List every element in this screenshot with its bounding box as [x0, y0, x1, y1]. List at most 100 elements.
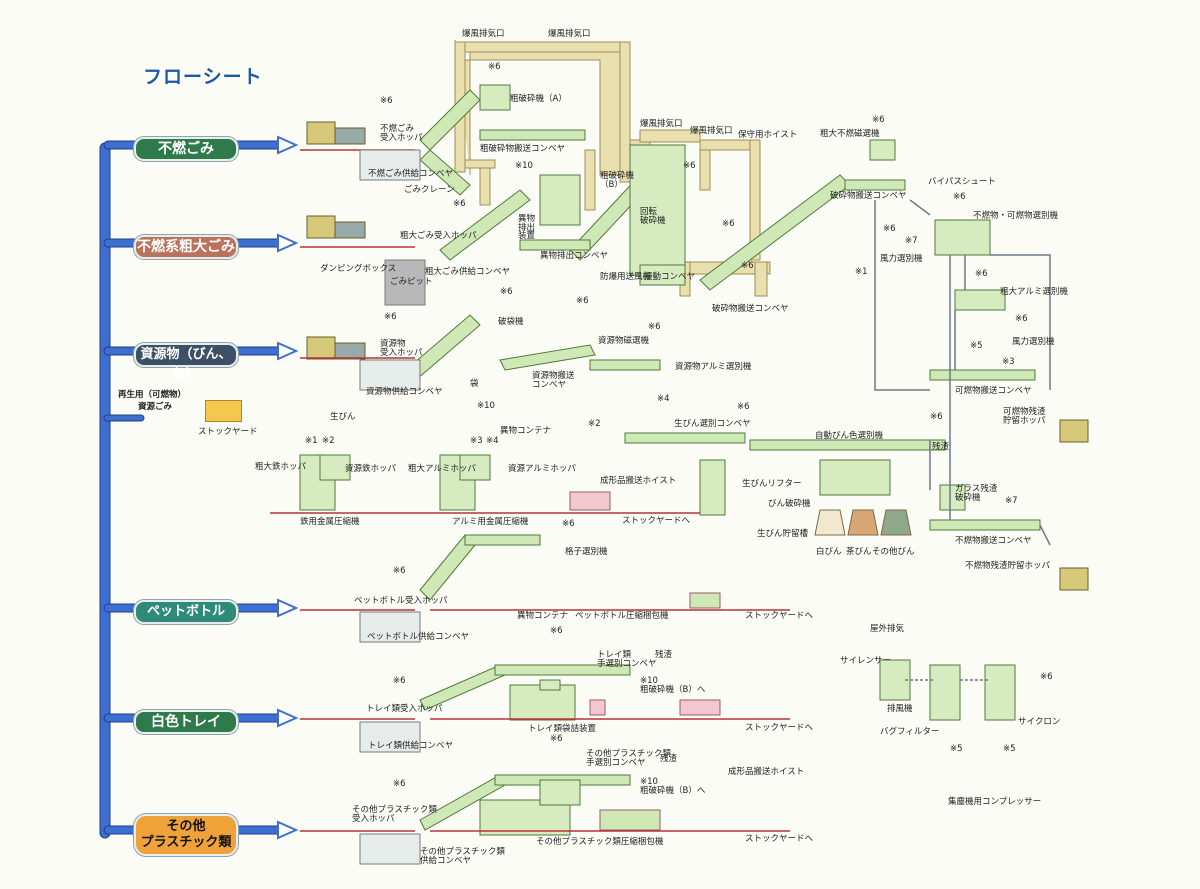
label-plastic-feed: その他プラスチック類 供給コンベヤ [420, 847, 505, 866]
label-silencer: サイレンサー [840, 656, 892, 666]
mark-10b: ※10 [477, 401, 495, 411]
label-bypass: バイパスシュート [928, 177, 996, 187]
label-to-stock4: ストックヤードへ [745, 834, 814, 844]
mark-6v: ※6 [550, 734, 563, 744]
mark-10a: ※10 [515, 161, 533, 171]
category-shigen: 資源物（びん、缶） [134, 343, 238, 382]
label-bakufu-2: 爆風排気口 [548, 29, 591, 39]
label-crushconv2: 破砕物搬送コンベヤ [712, 304, 789, 314]
label-bakufu-3: 爆風排気口 [640, 119, 683, 129]
mark-7a: ※5 [970, 341, 983, 351]
label-shigen-feed: 資源物供給コンベヤ [366, 387, 443, 397]
mark-6o: ※6 [648, 322, 661, 332]
category-pet: ペットボトル [134, 600, 238, 624]
label-crane: ごみクレーン [404, 185, 455, 195]
label-alum-press: アルミ用金属圧縮機 [452, 517, 529, 527]
machines [299, 84, 1016, 836]
label-bin-crush: びん破砕機 [768, 499, 811, 509]
trucks [306, 121, 1089, 591]
label-pet-press: ペットボトル圧縮梱包機 [575, 611, 669, 621]
label-plastic-press: その他プラスチック類圧縮梱包機 [536, 837, 664, 847]
page-title: フローシート [143, 66, 263, 88]
category-funen: 不燃ごみ [134, 137, 238, 161]
label-tetsu-hopper: 粗大鉄ホッパ [255, 462, 307, 472]
label-tetsu-press: 鉄用金属圧縮機 [300, 517, 360, 527]
label-funen-conv2: 不燃物搬送コンベヤ [955, 536, 1032, 546]
recycle-label-2: 資源ごみ [138, 402, 173, 412]
label-bag: 袋 [470, 379, 479, 389]
label-pet-feed: ペットボトル供給コンベヤ [367, 632, 470, 642]
label-kanen-conv: 可燃物搬送コンベヤ [955, 386, 1032, 396]
pits [359, 149, 426, 865]
mark-6w: ※6 [393, 779, 406, 789]
label-explosion: 防爆用送風機 [600, 272, 652, 282]
label-shigen-alum: 資源物アルミ選別機 [675, 362, 752, 372]
mark-10d: ※10 [640, 777, 658, 787]
label-tray-bag: トレイ類袋詰装置 [528, 724, 597, 734]
mark-6c: ※6 [453, 199, 466, 209]
label-bag-breaker: 破袋機 [498, 317, 524, 327]
label-tray-feed: トレイ類供給コンベヤ [368, 741, 454, 751]
label-shigen-hopper: 資源物 受入ホッパ [380, 339, 423, 358]
mark-10c: ※10 [640, 676, 658, 686]
label-ibutsu-conv: 異物排出コンベヤ [540, 251, 609, 261]
label-windsep2: 風力選別機 [1012, 337, 1055, 347]
label-namabin-conv: 生びん選別コンベヤ [674, 419, 751, 429]
mark-6i: ※6 [883, 224, 896, 234]
mark-3b: ※3 [470, 436, 483, 446]
mark-7c: ※5 [1003, 744, 1016, 754]
mark-6a: ※6 [380, 96, 393, 106]
label-sodai-feed: 粗大ごみ供給コンベヤ [425, 267, 511, 277]
label-ibutsu-out: 異物 排出 装置 [518, 214, 536, 241]
label-outside: 屋外排気 [870, 624, 905, 634]
label-cyclone: サイクロン [1018, 717, 1061, 727]
label-sep-funen: 不燃物・可燃物選別機 [973, 211, 1059, 221]
stockyard-box [205, 400, 242, 422]
label-seikei-hoist: 成形品搬送ホイスト [600, 476, 677, 486]
label-funen-hopper: 不燃ごみ 受入ホッパ [380, 124, 423, 143]
mark-9b: ※7 [1005, 496, 1018, 506]
mark-6f: ※6 [741, 261, 754, 271]
mark-4b: ※4 [486, 436, 499, 446]
category-funen-sodai: 不燃系粗大ごみ [134, 235, 238, 259]
label-magsep: 粗大不燃磁選機 [820, 129, 880, 139]
mark-6j: ※6 [975, 269, 988, 279]
label-funen-zansa: 不燃物残渣貯留ホッパ [965, 561, 1051, 571]
label-white-bin: 白びん [816, 547, 842, 557]
floor-lines [270, 149, 790, 832]
category-plastic: その他 プラスチック類 [134, 814, 238, 856]
label-pit: ごみピット [390, 277, 433, 287]
branch-arrows [277, 135, 299, 840]
mark-2a: ※2 [588, 419, 601, 429]
label-ibutsu-cont: 異物コンテナ [500, 426, 552, 436]
label-crusher-a: 粗破砕機（A） [510, 94, 567, 104]
mark-1a: ※1 [855, 267, 868, 277]
label-lattice: 格子選別機 [565, 547, 608, 557]
label-auto-bin: 自動びん色選別機 [815, 431, 884, 441]
label-pet-hopper: ペットボトル受入ホッパ [354, 596, 448, 606]
label-zansa2: 残渣 [655, 650, 673, 660]
label-to-stock2: ストックヤードへ [745, 611, 814, 621]
label-kanen-hopper: 可燃物残渣 貯留ホッパ [1003, 407, 1046, 426]
label-crushconv: 破砕物搬送コンベヤ [830, 191, 907, 201]
label-to-crusher-b: 粗破砕機（B）へ [640, 685, 706, 695]
label-tetsu-res: 資源鉄ホッパ [345, 464, 397, 474]
label-compressor: 集塵機用コンプレッサー [948, 797, 1042, 807]
mark-6q: ※6 [930, 412, 943, 422]
category-tray: 白色トレイ [134, 710, 238, 734]
pallets [569, 491, 721, 831]
label-hoist: 保守用ホイスト [738, 130, 798, 140]
connection-lines [874, 199, 1051, 681]
recycle-label-1: 再生用（可燃物） [118, 390, 187, 400]
label-sodai-hopper: 粗大ごみ受入ホッパ [400, 231, 477, 241]
label-zansa3: 残渣 [660, 754, 678, 764]
cullet-bins [814, 509, 912, 536]
label-brown-bin: 茶びん [846, 547, 872, 557]
label-vibconv: 振動コンベヤ [644, 272, 696, 282]
label-to-stock3: ストックヤードへ [745, 723, 814, 733]
mark-6h: ※6 [953, 192, 966, 202]
conveyors [399, 89, 1041, 831]
mark-6n: ※6 [576, 296, 589, 306]
